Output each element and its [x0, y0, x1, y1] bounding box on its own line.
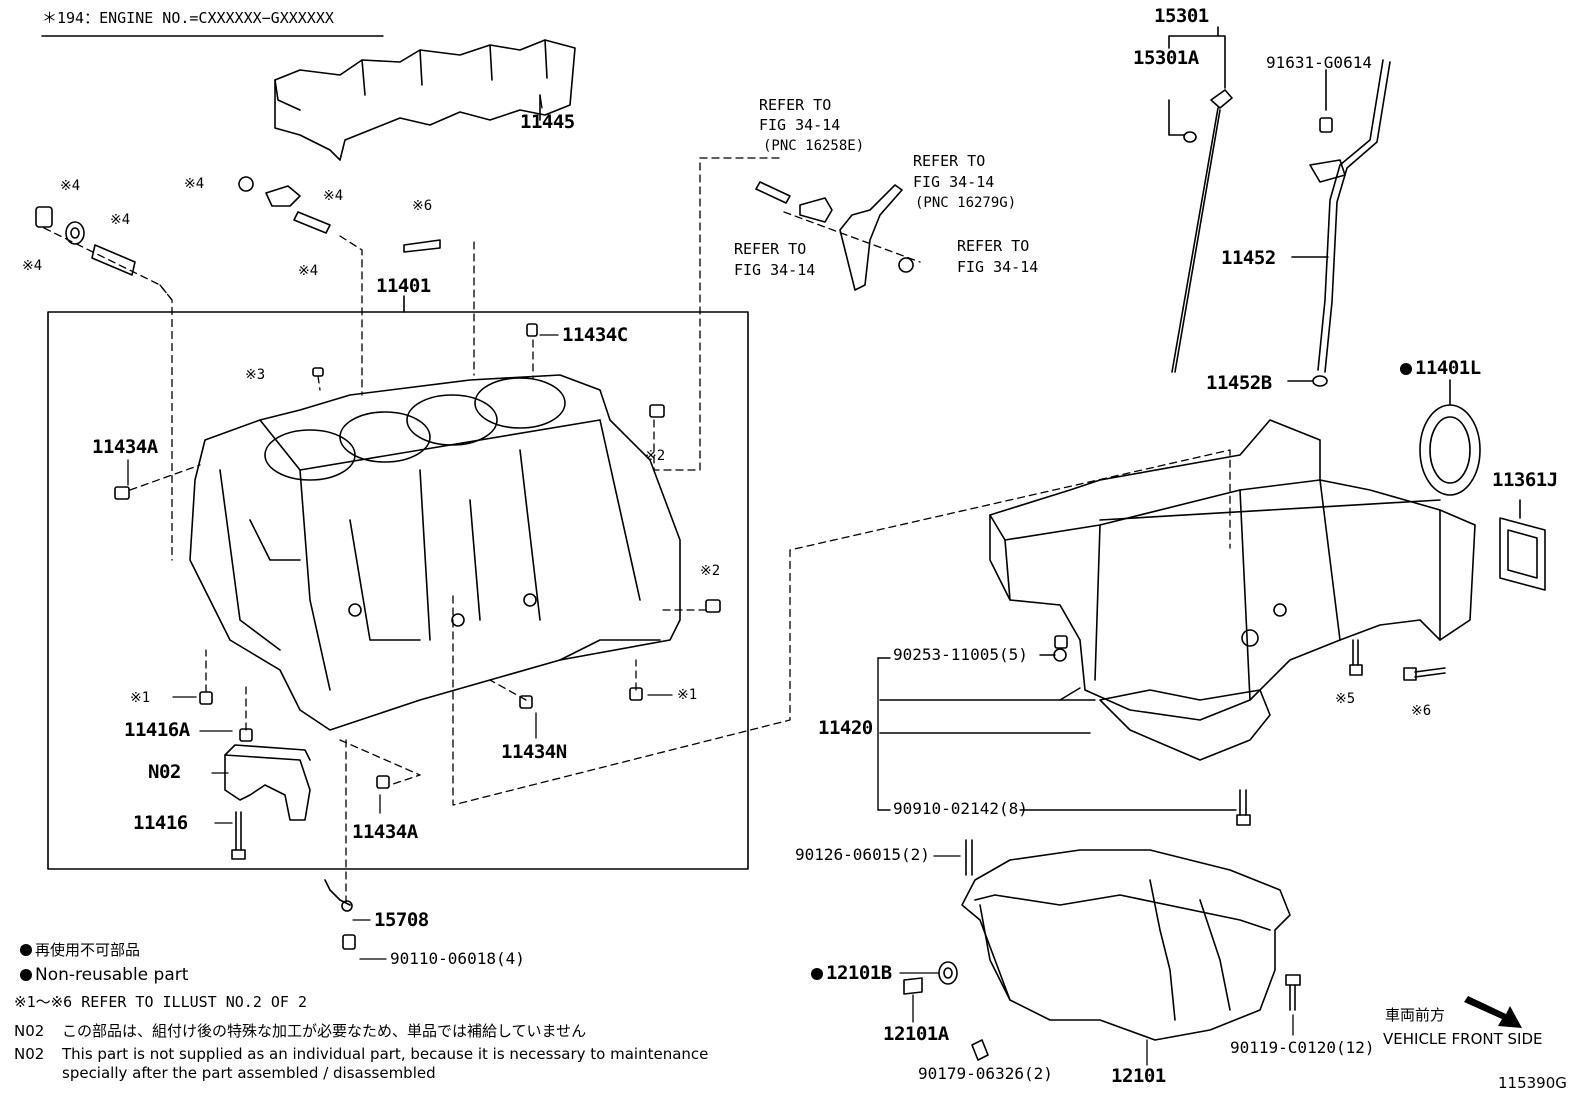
legend-n02-code-jp: N02: [14, 1022, 45, 1040]
crankcase-fasteners: [1054, 635, 1446, 826]
part-label-11401L-text: 11401L: [1415, 357, 1481, 379]
insulator-11445: [274, 39, 576, 161]
part-label-11401[interactable]: 11401: [376, 275, 431, 297]
water-connectors: [755, 181, 914, 291]
legend-dot-en: [20, 969, 32, 981]
dipstick-guide-11452: [1287, 59, 1391, 387]
oil-pan-12101: [961, 849, 1291, 1041]
legend-n02-en-line1: This part is not supplied as an individu…: [62, 1045, 709, 1063]
ref-mark-1-a: ※1: [130, 690, 151, 706]
part-label-90126-06015[interactable]: 90126-06015(2): [795, 845, 930, 864]
engine-number-note: ＊194：ENGINE NO.=CXXXXXX−GXXXXXX: [42, 9, 334, 27]
part-label-11452B[interactable]: 11452B: [1206, 372, 1272, 394]
ref-mark-4-b: ※4: [22, 258, 43, 274]
part-label-90253-11005[interactable]: 90253-11005(5): [893, 645, 1028, 664]
part-label-12101B[interactable]: 12101B: [811, 963, 892, 983]
refer-note-b-pnc: (PNC 16279G): [915, 195, 1017, 211]
refer-note-a-line1: REFER TO: [759, 96, 832, 114]
part-label-N02[interactable]: N02: [148, 761, 181, 783]
refer-note-c-line1: REFER TO: [734, 240, 807, 258]
illustration-id: 115390G: [1498, 1074, 1567, 1092]
bearing-cap-n02: [224, 744, 311, 860]
refer-note-d-line1: REFER TO: [957, 237, 1030, 255]
vehicle-front-en: VEHICLE FRONT SIDE: [1383, 1030, 1543, 1048]
refer-note-a-line2[interactable]: FIG 34-14: [759, 116, 841, 134]
ref-mark-6-a: ※6: [412, 198, 433, 214]
crankcase-11420: [989, 419, 1476, 761]
legend-nonreusable-en-text: Non-reusable part: [35, 965, 189, 985]
ref-mark-6-b: ※6: [1411, 703, 1432, 719]
part-label-11361J[interactable]: 11361J: [1492, 469, 1558, 491]
oil-seal-11401L: [1419, 379, 1481, 496]
part-label-11434A-top[interactable]: 11434A: [92, 436, 158, 458]
part-label-11434A-bottom[interactable]: 11434A: [352, 821, 418, 843]
ref-mark-5: ※5: [1335, 691, 1356, 707]
oil-pan-fasteners: [903, 839, 1301, 1061]
part-label-11452[interactable]: 11452: [1221, 247, 1276, 269]
cylinder-block-frame: [47, 311, 749, 870]
vehicle-front-arrow: [1464, 996, 1522, 1028]
legend-n02-code-en: N02: [14, 1045, 45, 1063]
part-label-12101A[interactable]: 12101A: [883, 1023, 949, 1045]
oil-jet-15708: [324, 879, 351, 906]
legend-n02-jp: この部品は、組付け後の特殊な加工が必要なため、単品では補給していません: [62, 1022, 587, 1040]
part-label-11401L[interactable]: 11401L: [1400, 358, 1481, 378]
gasket-11361J: [1499, 499, 1546, 591]
ref-mark-3: ※3: [245, 367, 266, 383]
part-label-11434C[interactable]: 11434C: [562, 324, 628, 346]
fasteners-top-left: [35, 176, 441, 276]
part-label-90179-06326[interactable]: 90179-06326(2): [918, 1064, 1053, 1083]
non-reusable-dot: [811, 968, 823, 980]
part-label-11416[interactable]: 11416: [133, 812, 188, 834]
part-label-90910-02142[interactable]: 90910-02142(8): [893, 799, 1028, 818]
ref-mark-4-f: ※4: [298, 263, 319, 279]
ref-mark-4-c: ※4: [110, 212, 131, 228]
ref-mark-4-d: ※4: [184, 176, 205, 192]
legend-refer-illust[interactable]: ※1～※6 REFER TO ILLUST NO.2 OF 2: [14, 993, 307, 1011]
refer-note-c-line2[interactable]: FIG 34-14: [734, 261, 816, 279]
part-label-12101B-text: 12101B: [826, 962, 892, 984]
part-label-91631-G0614[interactable]: 91631-G0614: [1266, 53, 1372, 72]
part-label-11445[interactable]: 11445: [520, 111, 575, 133]
cylinder-block-11401: [189, 374, 681, 731]
legend-n02-en-line2: specially after the part assembled / dis…: [62, 1064, 436, 1082]
part-label-11420[interactable]: 11420: [818, 717, 873, 739]
dowels: [114, 323, 721, 789]
legend-nonreusable-jp: 再使用不可部品: [20, 941, 140, 960]
refer-note-b-line2[interactable]: FIG 34-14: [913, 173, 995, 191]
part-label-15301[interactable]: 15301: [1154, 5, 1209, 27]
legend-nonreusable-en: Non-reusable part: [20, 966, 188, 985]
ref-mark-2-b: ※2: [700, 563, 721, 579]
part-label-15301A[interactable]: 15301A: [1133, 47, 1199, 69]
refer-note-d-line2[interactable]: FIG 34-14: [957, 258, 1039, 276]
part-label-90119-C0120[interactable]: 90119-C0120(12): [1230, 1038, 1375, 1057]
part-label-15708[interactable]: 15708: [374, 909, 429, 931]
ref-mark-2-a: ※2: [645, 448, 666, 464]
refer-note-a-pnc: (PNC 16258E): [763, 138, 865, 154]
ref-mark-4-e: ※4: [323, 188, 344, 204]
part-label-90110-06018[interactable]: 90110-06018(4): [390, 949, 525, 968]
refer-note-b-line1: REFER TO: [913, 152, 986, 170]
part-label-11416A[interactable]: 11416A: [124, 719, 190, 741]
legend-nonreusable-jp-text: 再使用不可部品: [35, 941, 141, 959]
dipstick-15301: [1168, 26, 1233, 373]
legend-dot-jp: [20, 944, 32, 956]
part-label-11434N[interactable]: 11434N: [501, 741, 567, 763]
part-label-12101[interactable]: 12101: [1111, 1065, 1166, 1087]
ref-mark-4-a: ※4: [60, 178, 81, 194]
ref-mark-1-b: ※1: [677, 687, 698, 703]
non-reusable-dot: [1400, 363, 1412, 375]
vehicle-front-jp: 車両前方: [1385, 1006, 1446, 1024]
